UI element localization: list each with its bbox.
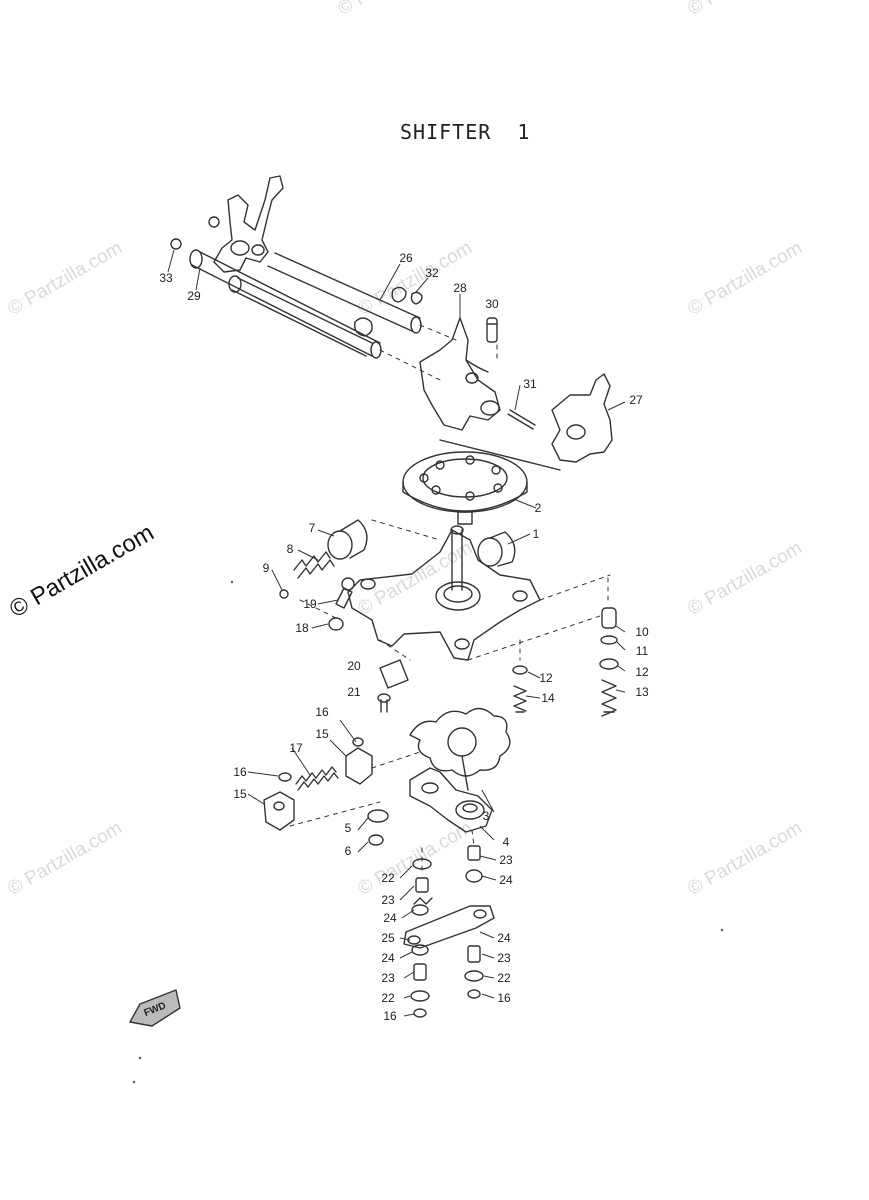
nut-18: [328, 617, 344, 631]
callout-30: 30: [485, 297, 499, 311]
shift-fork-29: [213, 175, 284, 273]
shift-fork-28: [419, 317, 501, 431]
link-stack-left: [410, 858, 433, 1018]
clip-16: [278, 772, 292, 782]
shift-shaft-upper: [189, 249, 422, 359]
callout-20: 20: [347, 659, 361, 673]
callout-23d: 23: [497, 951, 511, 965]
spacer: [354, 317, 373, 337]
plate-20: [379, 659, 409, 689]
callout-24d: 24: [497, 931, 511, 945]
callout-25: 25: [381, 931, 395, 945]
clip-33: [170, 238, 182, 250]
shift-arm-4: [409, 767, 493, 833]
callout-16d: 16: [497, 991, 511, 1005]
spring-17: [297, 772, 339, 791]
callout-28: 28: [453, 281, 467, 295]
callout-33: 33: [159, 271, 173, 285]
callout-22b: 22: [381, 991, 395, 1005]
callout-24b: 24: [383, 911, 397, 925]
callout-17: 17: [289, 741, 303, 755]
callout-26: 26: [399, 251, 413, 265]
callout-32: 32: [425, 266, 439, 280]
callout-24: 24: [499, 873, 513, 887]
callout-21: 21: [347, 685, 361, 699]
shift-star-3: [409, 707, 511, 791]
callout-15b: 15: [233, 787, 247, 801]
screw-21: [377, 693, 391, 713]
callout-5: 5: [345, 821, 352, 835]
spring-8: [297, 559, 335, 579]
link-rod-25: [403, 905, 495, 949]
callout-15: 15: [315, 727, 329, 741]
shift-lever-plate-1: [347, 525, 541, 661]
callout-2: 2: [535, 501, 542, 515]
stopper-15-lower: [263, 791, 295, 831]
callout-13: 13: [635, 685, 649, 699]
roller-7: [327, 519, 368, 560]
callout-11: 11: [636, 644, 649, 658]
callout-4: 4: [503, 835, 510, 849]
callout-22: 22: [381, 871, 395, 885]
callout-12: 12: [539, 671, 553, 685]
pin-31: [509, 409, 536, 426]
callout-8: 8: [287, 542, 294, 556]
callout-22c: 22: [497, 971, 511, 985]
callout-29: 29: [187, 289, 201, 303]
callout-14: 14: [541, 691, 555, 705]
shift-fork-27: [439, 373, 613, 471]
clip: [208, 216, 220, 228]
stopper-stack-mid: [512, 665, 528, 713]
callout-16: 16: [315, 705, 329, 719]
callout-16c: 16: [383, 1009, 397, 1023]
callout-24c: 24: [381, 951, 395, 965]
callout-6: 6: [345, 844, 352, 858]
bolt-19: [335, 587, 353, 609]
callout-1: 1: [533, 527, 540, 541]
washer-5: [367, 809, 389, 823]
clip-32: [391, 286, 407, 303]
callout-3: 3: [483, 809, 490, 823]
cam-segment-2: [402, 451, 528, 525]
fwd-arrow-icon: [129, 989, 181, 1027]
callout-16b: 16: [233, 765, 247, 779]
callout-7: 7: [309, 521, 316, 535]
callout-23b: 23: [381, 893, 395, 907]
callout-27: 27: [629, 393, 643, 407]
nut-6: [368, 834, 384, 846]
callout-19: 19: [303, 597, 317, 611]
callout-31: 31: [523, 377, 537, 391]
callout-23: 23: [499, 853, 513, 867]
stopper-stack-right: [599, 607, 619, 717]
callout-9: 9: [263, 561, 270, 575]
stopper-15-upper: [345, 737, 373, 785]
guide-pin-30: [486, 317, 498, 343]
ball-9: [279, 589, 289, 599]
callout-23c: 23: [381, 971, 395, 985]
callout-10: 10: [635, 625, 649, 639]
clip-32b: [410, 291, 423, 305]
link-stack-right: [464, 845, 484, 999]
callout-18: 18: [295, 621, 309, 635]
callout-12b: 12: [635, 665, 649, 679]
diagram-title: SHIFTER 1: [400, 120, 531, 144]
